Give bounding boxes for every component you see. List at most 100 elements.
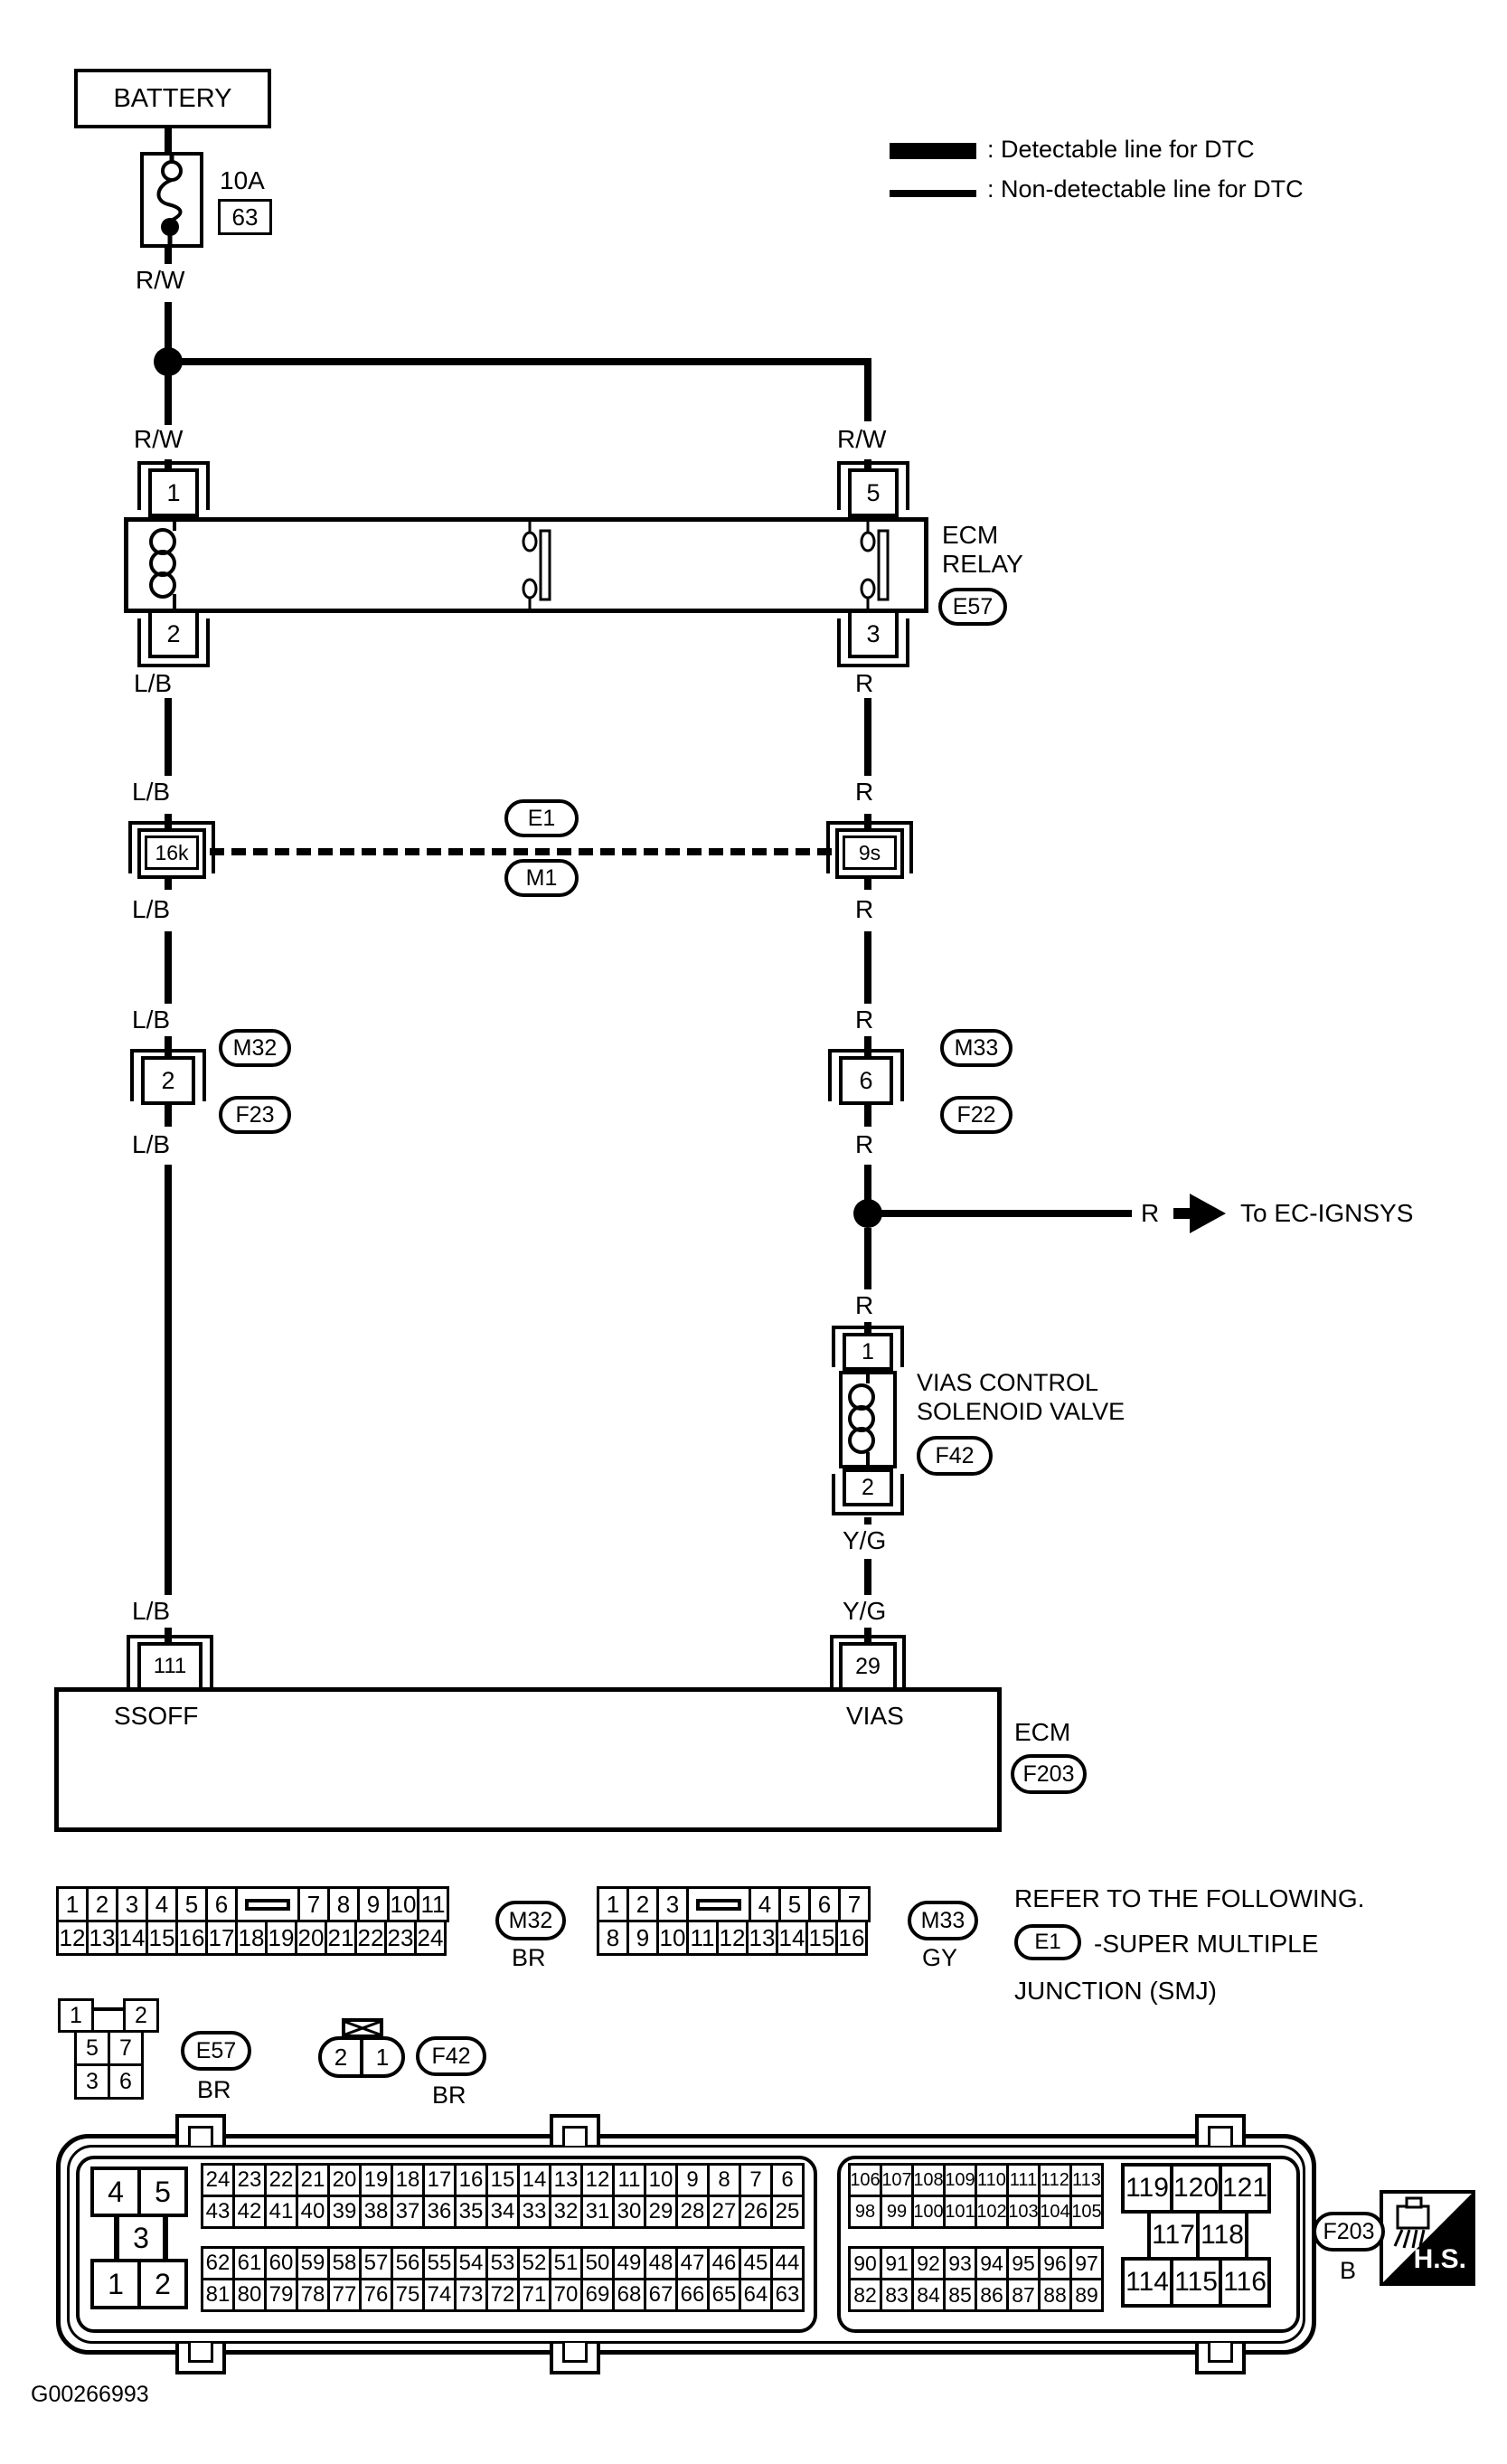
valve-title-line2: SOLENOID VALVE [917,1398,1126,1425]
pin-bracket [832,1474,904,1515]
pin-cell: 39 [327,2195,362,2229]
pin-cell: 104 [1038,2195,1072,2229]
hs-logo: H.S. [1380,2190,1475,2286]
pass-right-code-bottom: F22 [940,1096,1013,1134]
wire-color-label: L/B [132,778,171,806]
fuse-number-box: 63 [218,199,272,235]
pin-cell: 8 [597,1920,629,1956]
smj-code-e1: E1 [504,799,579,837]
pin-cell: 79 [264,2278,298,2312]
pin-cell: 41 [264,2195,298,2229]
tab-notch [188,2126,213,2146]
pass-left-code-bottom: F23 [219,1096,291,1134]
ecm-box [54,1687,1002,1832]
pin-cell: 85 [943,2278,977,2312]
pin-cell: 63 [770,2278,805,2312]
pin-cell: 10 [656,1920,689,1956]
pin-cell: 40 [296,2195,330,2229]
wire-color-label: L/B [132,895,171,923]
pin-cell: 5 [137,2167,188,2217]
pin-cell: 6 [205,1886,238,1922]
refer-line2: -SUPER MULTIPLE [1094,1930,1319,1958]
wire-segment [165,459,172,472]
block-link-line [165,2215,168,2266]
pin-cell: 10 [387,1886,419,1922]
relay-title-line1: ECM [942,521,999,549]
legend-nondetectable-label: : Non-detectable line for DTC [987,175,1304,203]
pin-cell: 94 [975,2246,1009,2280]
mount-tab [550,2114,600,2146]
f203-color: B [1340,2257,1357,2284]
pin-cell: 107 [880,2163,914,2197]
wire-color-label: L/B [132,1130,171,1158]
pin-cell: 80 [232,2278,267,2312]
pin-cell: 76 [359,2278,393,2312]
wire-segment [165,931,172,1004]
pin-bracket [837,461,909,510]
legend-thin-line-swatch [890,190,976,197]
wire-segment [864,1228,871,1289]
ecm-pin-111: 111 [137,1642,203,1691]
pin-cell: 15 [805,1920,838,1956]
pin-cell: 13 [86,1920,118,1956]
wire-color-label: L/B [132,1597,171,1625]
pin-bracket [837,618,909,667]
pin-cell: 16 [454,2163,488,2197]
pin-cell: 114 [1121,2257,1173,2308]
ecm-title: ECM [1014,1718,1071,1746]
f42-terminal-view: 2 1 [318,2036,405,2078]
pin-cell: 68 [612,2278,646,2312]
pin-cell: 7 [108,2030,144,2066]
pin-cell: 24 [414,1920,447,1956]
pin-cell: 4 [749,1886,781,1922]
pin-cell: 9 [675,2163,710,2197]
wire-segment [864,1036,871,1058]
relay-pin-5: 5 [848,468,899,517]
branch-arrow-tail [1173,1208,1190,1219]
pin-cell: 13 [549,2163,583,2197]
wire-color-label: R [855,778,874,806]
pin-bracket [832,1326,904,1367]
wire-segment [864,358,871,421]
mount-tab [1195,2114,1246,2146]
pin-cell: 16 [175,1920,208,1956]
legend-detectable-label: : Detectable line for DTC [987,136,1255,163]
pin-cell: 45 [739,2246,773,2280]
pin-cell: 2 [626,1886,659,1922]
pin-cell: 121 [1219,2163,1271,2214]
f203-connector-inner-line [67,2145,1305,2344]
pin-cell: 89 [1069,2278,1104,2312]
m32-color: BR [512,1944,546,1971]
pin-cell: 81 [201,2278,235,2312]
pin-cell: 13 [746,1920,778,1956]
pin-cell: 48 [644,2246,678,2280]
pin-cell: 59 [296,2246,330,2280]
mount-tab [1195,2343,1246,2374]
pin-cell: 7 [739,2163,773,2197]
pin-cell: 88 [1038,2278,1072,2312]
battery-box: BATTERY [74,69,271,128]
pin-cell: 69 [580,2278,615,2312]
pin-cell: 51 [549,2246,583,2280]
pin-cell: 20 [295,1920,327,1956]
pin-cell: 56 [391,2246,425,2280]
wire-segment [165,879,172,890]
pin-cell: 99 [880,2195,914,2229]
key-slot [235,1886,300,1922]
refer-line3: JUNCTION (SMJ) [1014,1977,1217,2005]
pin-bracket [130,1049,206,1101]
pin-cell: 8 [707,2163,741,2197]
pin-bracket [828,1049,904,1101]
